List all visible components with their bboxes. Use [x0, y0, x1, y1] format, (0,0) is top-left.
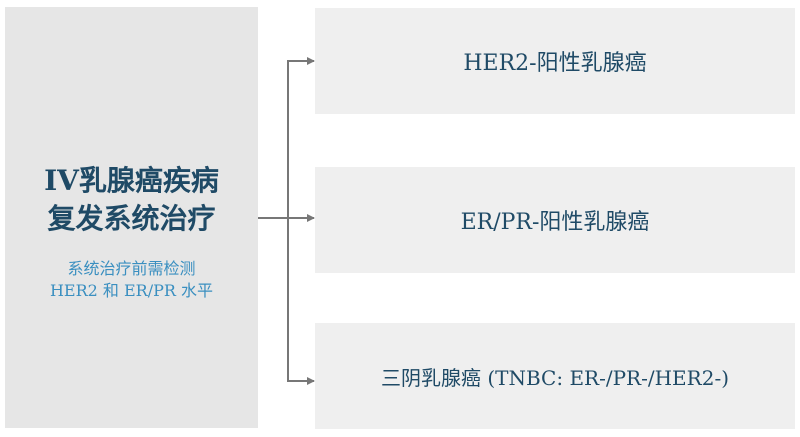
source-node: IV乳腺癌疾病 复发系统治疗 系统治疗前需检测 HER2 和 ER/PR 水平 [5, 7, 258, 428]
source-title: IV乳腺癌疾病 复发系统治疗 [44, 162, 219, 238]
target-label-her2: HER2-阳性乳腺癌 [463, 51, 647, 76]
source-note-line2: HER2 和 ER/PR 水平 [49, 280, 214, 300]
target-label-erpr: ER/PR-阳性乳腺癌 [460, 210, 650, 235]
source-note: 系统治疗前需检测 HER2 和 ER/PR 水平 [50, 258, 213, 302]
source-title-line2: 复发系统治疗 [47, 201, 216, 235]
target-node-erpr: ER/PR-阳性乳腺癌 [315, 167, 795, 273]
target-label-tnbc: 三阴乳腺癌 (TNBC: ER-/PR-/HER2-) [380, 365, 730, 390]
target-node-her2: HER2-阳性乳腺癌 [315, 8, 795, 114]
source-note-line1: 系统治疗前需检测 [67, 258, 196, 278]
source-title-line1: IV乳腺癌疾病 [44, 163, 219, 197]
target-node-tnbc: 三阴乳腺癌 (TNBC: ER-/PR-/HER2-) [315, 323, 795, 429]
